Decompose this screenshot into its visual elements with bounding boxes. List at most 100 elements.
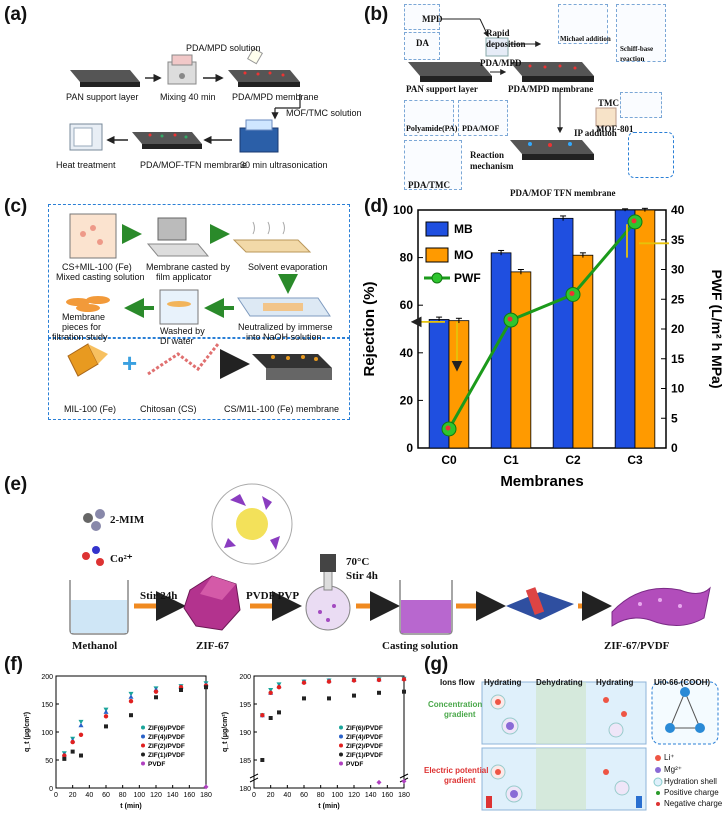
y-axis-label: q_t (μg/cm²) <box>222 712 229 752</box>
pvdf-pvp-label: PVDF PVP <box>246 590 300 602</box>
x-axis-label: Membranes <box>500 473 583 490</box>
schiff-label: Schiff-base reaction <box>620 45 654 63</box>
data-point <box>260 713 265 718</box>
legend-label: ZIF(1)/PVDF <box>148 752 185 759</box>
co-molecule-icon <box>82 546 104 566</box>
panel-b-label: (b) <box>364 4 389 25</box>
panel-e-label: (e) <box>4 474 28 495</box>
legend-label: ZIF(2)/PVDF <box>346 743 383 750</box>
film-applicator-icon <box>146 217 210 257</box>
y2-tick-label: 25 <box>671 292 685 306</box>
oven-icon <box>69 123 103 151</box>
y-tick-label: 50 <box>45 758 53 765</box>
pwf-point-center <box>631 218 637 224</box>
data-point <box>128 691 134 697</box>
x-tick-label: 100 <box>133 792 145 799</box>
pda-tmc-box <box>404 140 462 190</box>
tmc-box <box>620 92 662 118</box>
panel-a-schematic <box>69 47 301 153</box>
polyamide-box <box>404 100 454 136</box>
x-tick-label: 60 <box>102 792 110 799</box>
y-tick-label: 180 <box>239 786 251 793</box>
data-point <box>302 696 306 701</box>
legend-label: ZIF(4)/PVDF <box>346 734 383 741</box>
data-point <box>62 756 67 761</box>
di-water-beaker-icon <box>159 289 199 325</box>
mim-label: 2-MIM <box>110 514 145 526</box>
negative-electrode-icon <box>636 796 642 808</box>
methanol-label: Methanol <box>72 640 118 652</box>
y2-tick-label: 5 <box>671 411 678 425</box>
data-point <box>179 688 183 692</box>
axis-break-mark <box>249 773 259 783</box>
panel-g-schematic <box>481 681 719 811</box>
legend-positive-icon <box>656 791 660 795</box>
x-tick-label: 140 <box>167 792 179 799</box>
legend-label: ZIF(2)/PVDF <box>148 743 185 750</box>
ultrasonication-label: 30 min ultrasonication <box>240 160 328 170</box>
pan-support-label: PAN support layer <box>66 92 139 102</box>
polyamide-label: Polyamide(PA) <box>406 124 458 133</box>
legend-mb-swatch <box>425 221 449 237</box>
legend-marker <box>141 743 145 748</box>
legend-li-icon <box>655 755 661 761</box>
legend-label: PVDF <box>346 761 363 768</box>
legend-label: ZIF(1)/PVDF <box>346 752 383 759</box>
data-point <box>376 677 382 683</box>
pwf-line <box>447 220 637 430</box>
data-point <box>377 690 381 695</box>
uio66-structure-icon <box>651 681 719 745</box>
bar-mb <box>614 209 636 449</box>
pan-label: PAN support layer <box>406 84 478 94</box>
data-point <box>154 695 158 700</box>
pda-tmc-label: PDA/TMC <box>408 180 450 190</box>
x-tick-label: 20 <box>69 792 77 799</box>
y2-tick-label: 0 <box>671 441 678 455</box>
li-label: Li⁺ <box>664 753 675 762</box>
pda-mpd-membrane-label: PDA/MPD membrane <box>232 92 319 102</box>
heat-treatment-label: Heat treatment <box>56 160 116 170</box>
pos-label: Positive charge <box>664 788 719 797</box>
data-point <box>78 722 84 728</box>
data-point <box>70 749 75 754</box>
data-point <box>352 693 356 698</box>
neutral2-label: into NaOH solution <box>246 332 322 342</box>
panel-g-label: (g) <box>424 654 449 675</box>
zif67-crystal-icon <box>183 575 241 631</box>
data-point <box>70 739 75 745</box>
evaporation-icon <box>232 221 312 253</box>
x-tick-label: 160 <box>381 792 393 799</box>
legend-mo-label: MO <box>454 248 473 262</box>
y2-axis-label: PWF (L/m² h MPa) <box>709 270 724 389</box>
casting-beaker-icon <box>399 580 453 635</box>
data-point <box>103 709 109 714</box>
conc1-label: Concentration <box>428 700 483 709</box>
x-tick-label: C3 <box>627 453 643 467</box>
dehydrating-label: Dehydrating <box>536 678 583 687</box>
data-point <box>78 732 84 737</box>
legend-marker <box>339 752 343 757</box>
casted1-label: Membrane casted by <box>146 262 231 272</box>
y-tick-label: 200 <box>239 674 251 681</box>
y2-tick-label: 40 <box>671 203 685 217</box>
chitosan-label: Chitosan (CS) <box>140 404 197 414</box>
plus-icon: + <box>122 348 137 378</box>
tfn-label: PDA/MOF TFN membrane <box>510 188 616 198</box>
data-point <box>401 778 407 784</box>
y-tick-label: 40 <box>400 346 414 360</box>
pda-mof-box <box>458 100 508 136</box>
shell-label: Hydration shell <box>664 777 717 786</box>
pwf-point-center <box>569 290 575 296</box>
bar-mo <box>634 209 656 449</box>
y-tick-label: 20 <box>400 393 414 407</box>
y-tick-label: 195 <box>239 702 251 709</box>
data-point <box>401 677 407 682</box>
da-structure-box <box>404 32 440 60</box>
data-point <box>351 678 357 683</box>
y-tick-label: 100 <box>393 203 413 217</box>
data-point <box>128 694 134 699</box>
panel-c-bottom-box <box>48 338 350 420</box>
mof801-structure <box>628 132 674 178</box>
legend-mb-label: MB <box>454 222 473 236</box>
